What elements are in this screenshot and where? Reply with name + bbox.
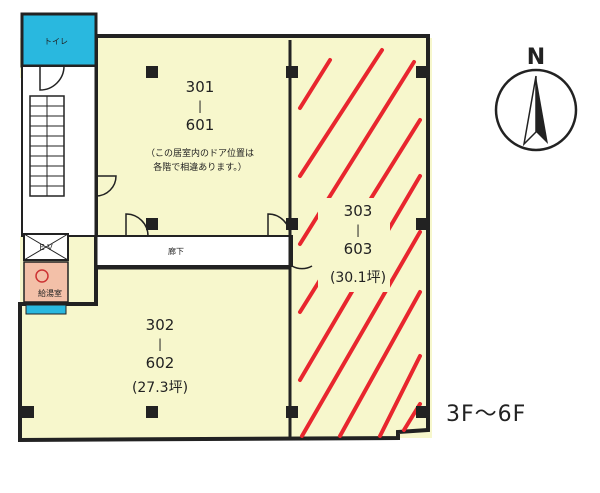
room-302-dash: |	[158, 337, 162, 351]
north-compass-icon: N	[494, 45, 578, 152]
room-603-number: 603	[344, 240, 373, 258]
stairs	[21, 65, 97, 237]
room-302-area: (27.3坪)	[132, 380, 188, 396]
room-301-number: 301	[186, 78, 215, 96]
room-302-number: 302	[146, 316, 175, 334]
kitchenette: 給湯室	[23, 261, 69, 315]
corridor-label: 廊下	[168, 246, 184, 256]
room-602-number: 602	[146, 354, 175, 372]
kitchen-label: 給湯室	[38, 288, 62, 298]
corridor: 廊下	[95, 235, 293, 267]
toilet-room: トイレ	[20, 12, 98, 68]
columns	[22, 66, 428, 418]
toilet-label: トイレ	[44, 37, 68, 46]
room-302-label: 302 | 602 (27.3坪)	[132, 316, 188, 396]
room-303-dash: |	[356, 223, 360, 237]
ev-label: ＥＶ	[38, 243, 54, 252]
room-303-number: 303	[344, 202, 373, 220]
room-301-note-2: 各階で相違あります。）	[153, 161, 247, 173]
room-301-note-1: （この居室内のドア位置は	[146, 147, 254, 159]
elevator: ＥＶ	[23, 233, 69, 261]
room-301-dash: |	[198, 99, 202, 113]
room-303-label: 303 | 603 (30.1坪)	[318, 198, 390, 292]
doors	[95, 175, 313, 270]
compass-north-label: N	[527, 45, 545, 70]
room-601-number: 601	[186, 116, 215, 134]
walls	[20, 36, 292, 440]
floor-range-label: 3F～6F	[446, 402, 527, 427]
room-301-label: 301 | 601 （この居室内のドア位置は 各階で相違あります。）	[146, 78, 254, 173]
room-303-area: (30.1坪)	[330, 270, 386, 286]
